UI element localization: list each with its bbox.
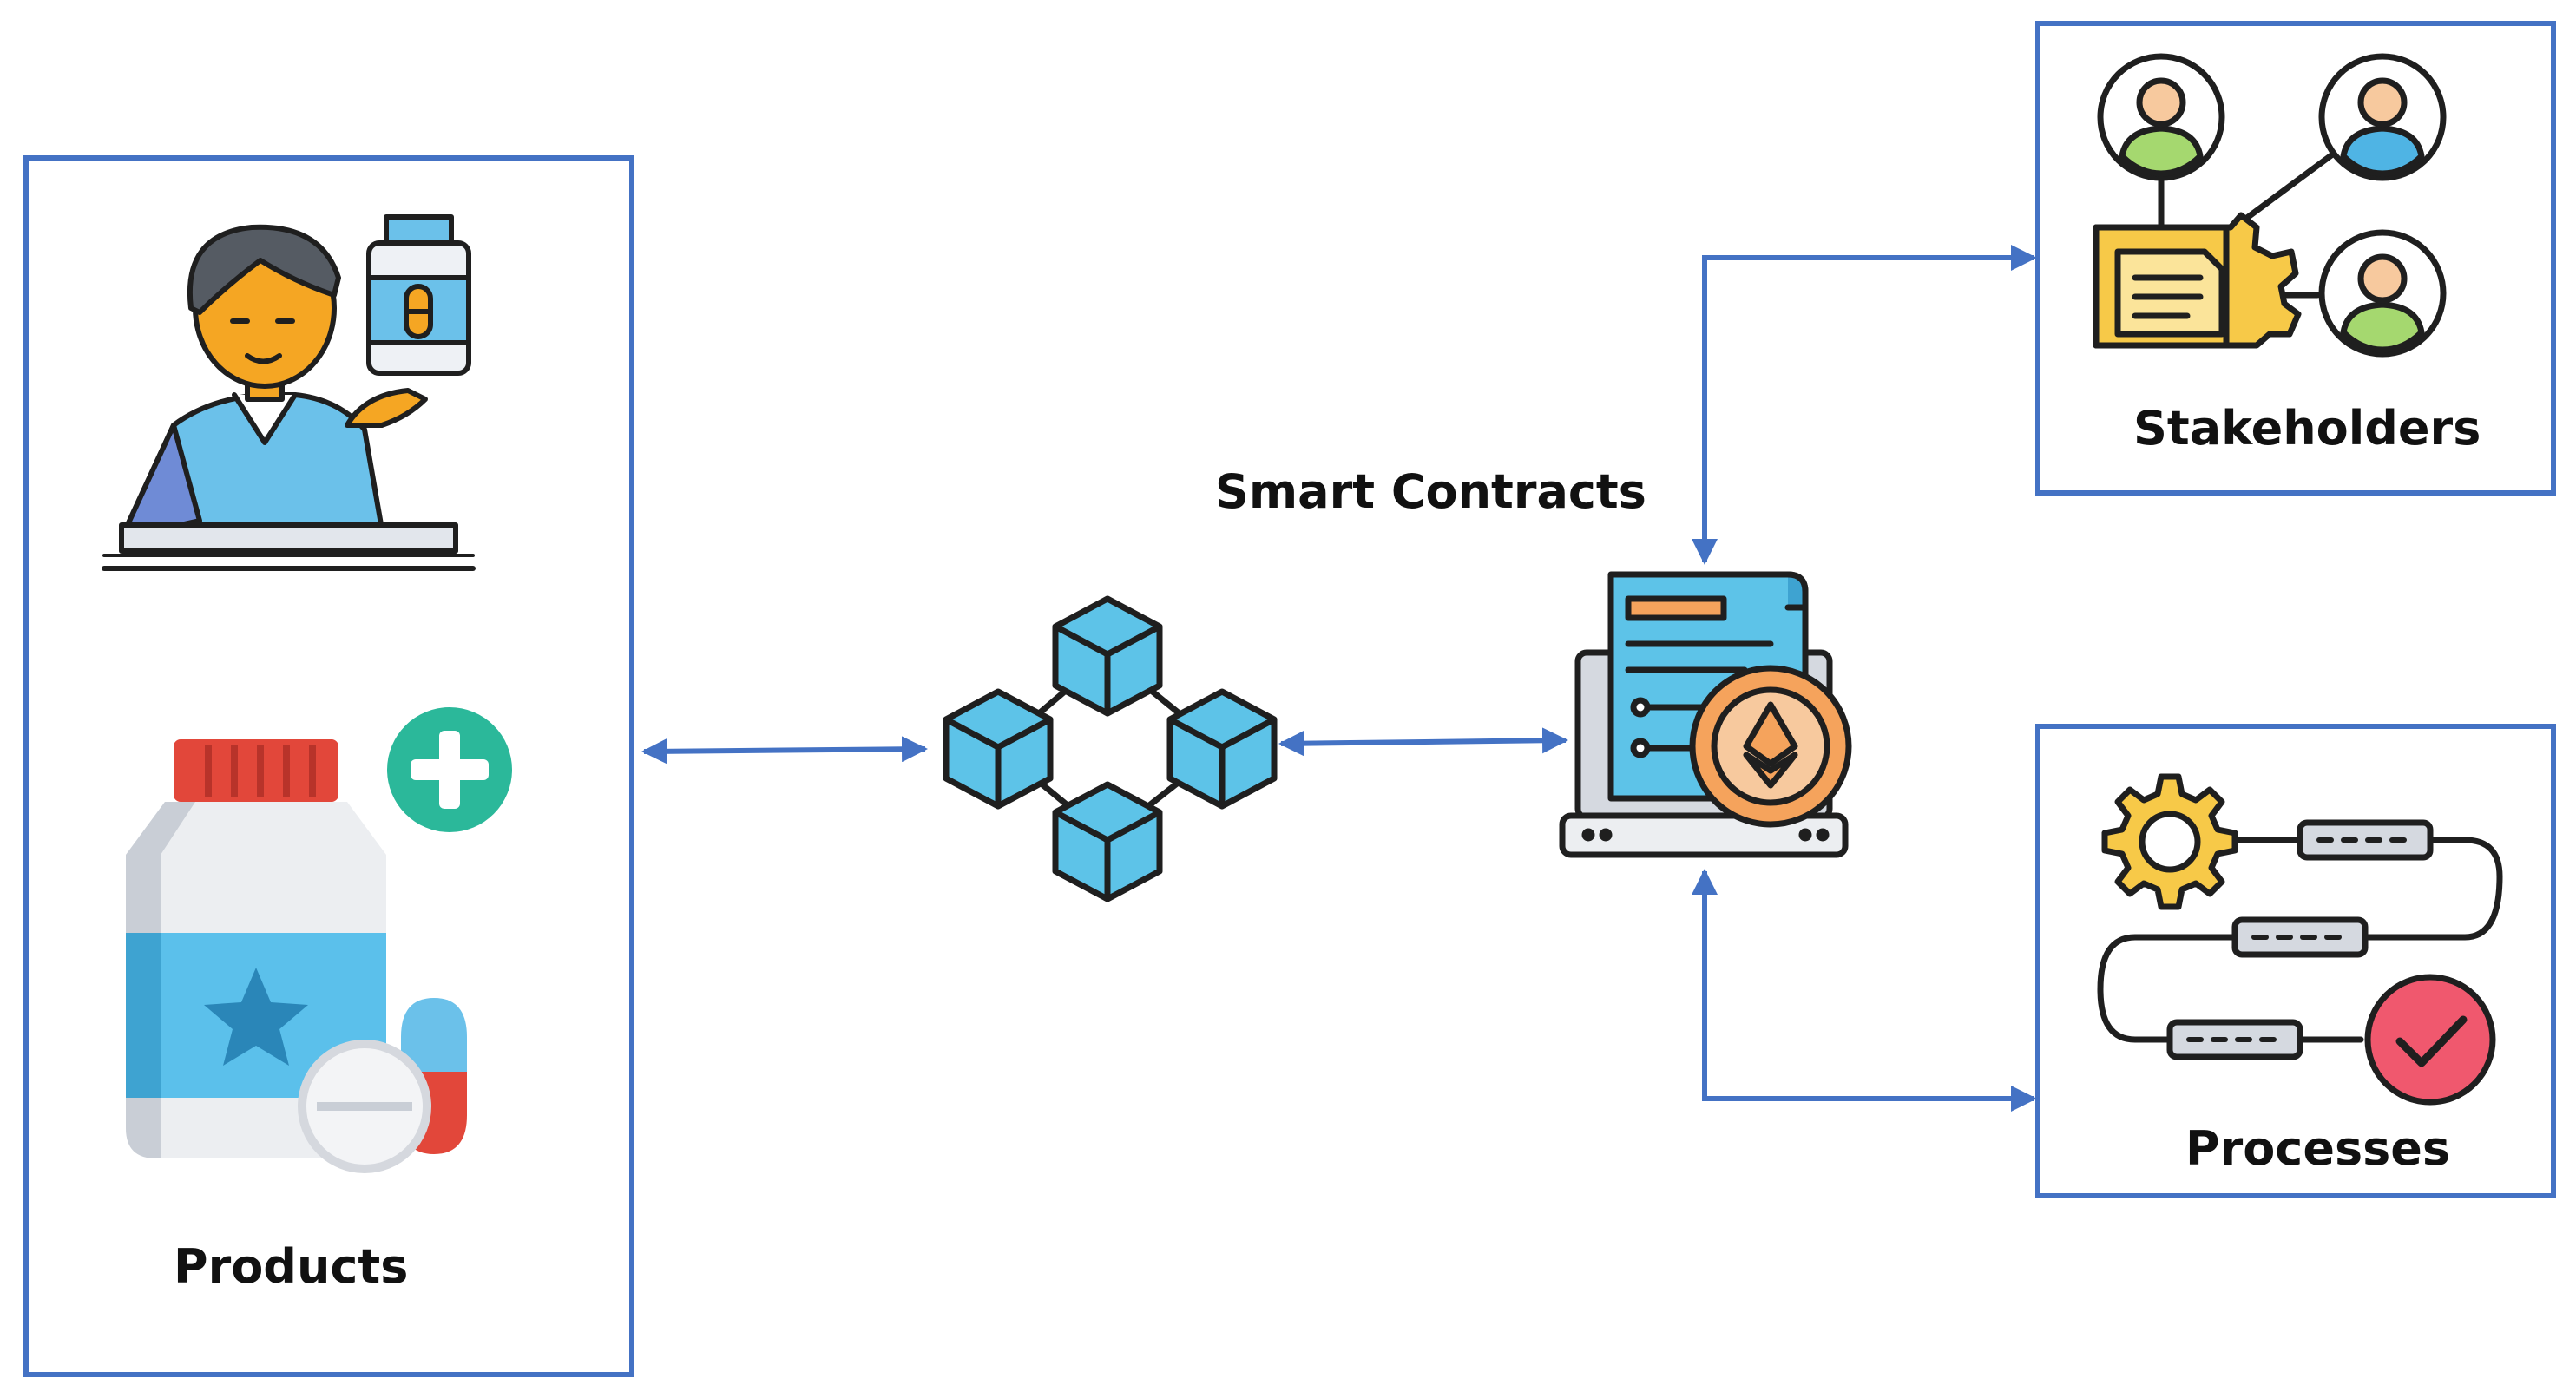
processes-label: Processes [2185, 1121, 2450, 1176]
ethereum-coin-icon [1689, 665, 1852, 828]
products-box [23, 155, 634, 1377]
plus-circle-icon [387, 707, 512, 832]
arrow-contract-stakeholders [1692, 245, 2037, 565]
check-circle-icon [2364, 974, 2496, 1106]
processes-box [2035, 724, 2556, 1198]
arrow-products-blockchain [641, 736, 928, 765]
block-left [943, 688, 1054, 810]
block-right [1166, 688, 1278, 810]
block-bottom [1052, 781, 1163, 902]
arrow-contract-processes [1692, 869, 2037, 1112]
block-top [1052, 595, 1163, 717]
arrow-blockchain-contract [1278, 727, 1568, 757]
smart-contracts-label: Smart Contracts [1215, 464, 1646, 519]
stakeholders-label: Stakeholders [2133, 401, 2481, 456]
avatar-right [2318, 229, 2447, 358]
avatar-top-left [2097, 53, 2225, 181]
stakeholder-network-icon [2093, 53, 2447, 358]
star-icon [204, 968, 308, 1066]
blockchain-icon [943, 595, 1278, 902]
pill-icon [298, 998, 467, 1173]
avatar-top-right [2318, 53, 2447, 181]
process-flow-icon [2097, 773, 2503, 1106]
products-label: Products [174, 1239, 409, 1294]
gear-icon [2101, 773, 2238, 910]
stakeholders-box [2035, 21, 2556, 496]
pharmacist-icon [102, 214, 476, 571]
